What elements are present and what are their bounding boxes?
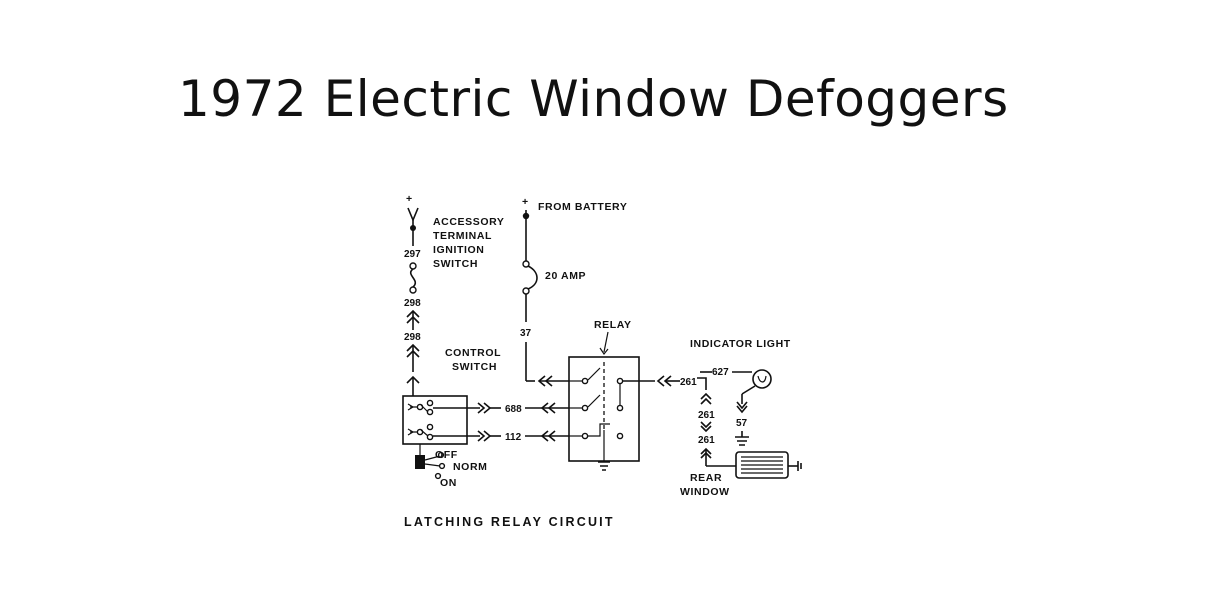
- wire-261-label-a: 261: [680, 377, 697, 388]
- wire-298-label-b: 298: [404, 332, 421, 343]
- wire-688-label: 688: [505, 404, 522, 415]
- accessory-terminal-label: ACCESSORY TERMINAL IGNITION SWITCH: [433, 216, 508, 270]
- wire-297-label: 297: [404, 249, 421, 260]
- wire-261-label-b: 261: [698, 410, 715, 421]
- from-battery-label: FROM BATTERY: [538, 201, 627, 213]
- relay-label: RELAY: [594, 319, 632, 331]
- switch-position-norm: NORM: [453, 461, 487, 473]
- plus-symbol-accessory: +: [406, 193, 413, 205]
- wire-261-label-c: 261: [698, 435, 715, 446]
- diagram-caption: LATCHING RELAY CIRCUIT: [404, 515, 615, 529]
- switch-position-off: OFF: [435, 449, 458, 461]
- control-switch: CONTROL SWITCH 688 112 OFF NORM ON: [402, 347, 542, 489]
- battery-feed: + FROM BATTERY 20 AMP 37: [520, 196, 627, 382]
- page-title: 1972 Electric Window Defoggers: [178, 70, 1009, 128]
- wire-627-label: 627: [712, 367, 729, 378]
- wire-37-label: 37: [520, 328, 532, 339]
- fuse-20-amp-label: 20 AMP: [545, 270, 586, 282]
- indicator-and-rear-window: INDICATOR LIGHT 261 627 57 261 261 REAR …: [680, 338, 802, 498]
- relay: RELAY: [537, 319, 680, 471]
- accessory-feed: + 297 298 298 ACCESSORY TERMINAL IGNITIO…: [404, 193, 508, 396]
- plus-symbol-battery: +: [522, 196, 529, 208]
- wire-112-label: 112: [505, 432, 522, 443]
- switch-position-on: ON: [440, 477, 457, 489]
- wire-298-label-a: 298: [404, 298, 421, 309]
- indicator-light-label: INDICATOR LIGHT: [690, 338, 791, 350]
- wire-57-label: 57: [736, 418, 748, 429]
- control-switch-label: CONTROL SWITCH: [445, 347, 504, 373]
- rear-window-label: REAR WINDOW: [680, 472, 730, 498]
